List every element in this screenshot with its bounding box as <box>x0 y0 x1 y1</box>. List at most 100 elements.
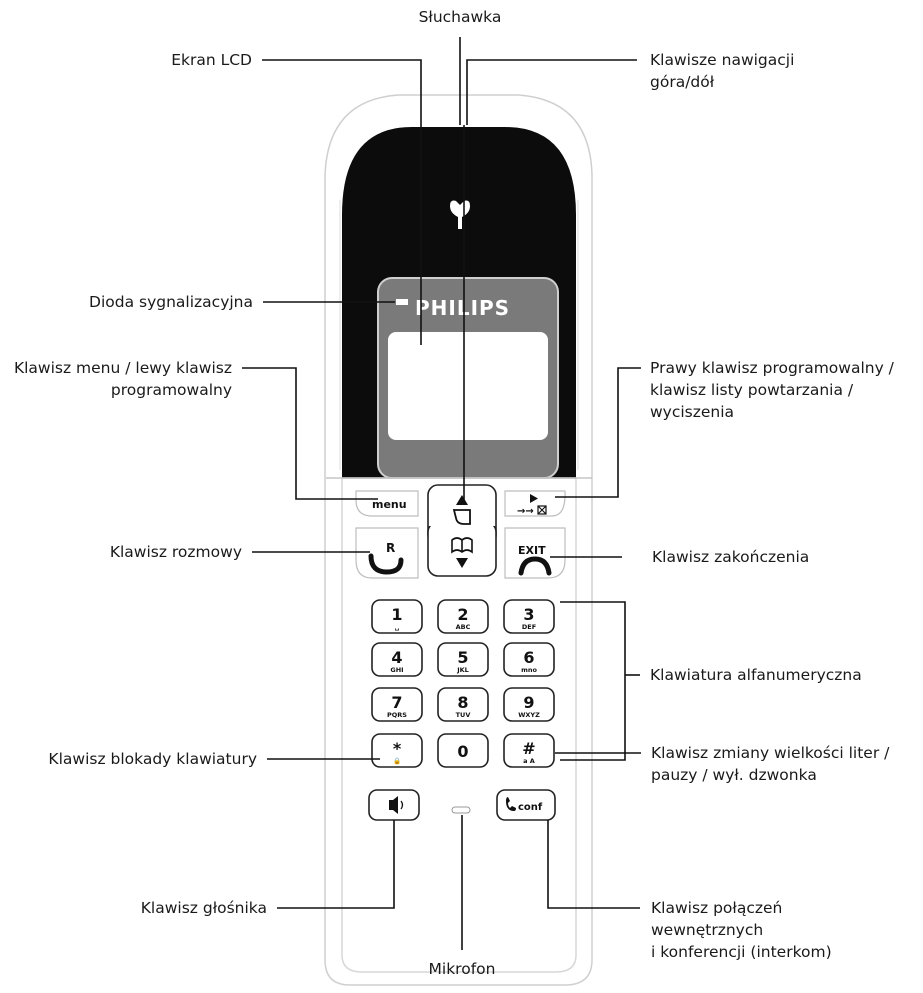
key-7[interactable] <box>371 687 423 722</box>
key-digit-label: 0 <box>457 742 468 761</box>
key-letters-label: WXYZ <box>518 711 540 719</box>
key-letters-label: ABC <box>456 623 471 631</box>
key-letters-label: a A <box>523 757 535 765</box>
intercom-conf-key[interactable] <box>496 789 556 821</box>
talk-key-r-label: R <box>386 541 395 555</box>
key-letters-label: ␣ <box>395 623 400 631</box>
label-dioda: Dioda sygnalizacyjna <box>89 293 253 311</box>
leader-prawy <box>555 367 641 498</box>
label-klawisz-blokady: Klawisz blokady klawiatury <box>48 750 257 768</box>
key-2[interactable] <box>437 599 489 634</box>
label-klawisz-zakonczenia: Klawisz zakończenia <box>652 548 810 566</box>
key-letters-label: DEF <box>522 623 536 631</box>
label-prawy-klawisz-line-2: klawisz listy powtarzania / <box>650 381 854 399</box>
key-3[interactable] <box>503 599 555 634</box>
nav-up-arrow-icon <box>456 495 468 505</box>
label-klawisze-nawigacji: Klawisze nawigacji góra/dół <box>650 49 794 93</box>
label-klawisz-rozmowy: Klawisz rozmowy <box>109 543 242 561</box>
leader-lines <box>242 37 641 950</box>
handset-inner-outline <box>339 200 579 470</box>
key-digit-label: 4 <box>391 648 402 667</box>
nav-cluster <box>427 484 497 577</box>
key-digit-label: 9 <box>523 693 534 712</box>
redial-arrows-icon: →→ <box>517 506 534 517</box>
redial-mute-key[interactable] <box>504 490 566 517</box>
label-klawisz-zmiany-line-2: pauzy / wył. dzwonka <box>651 766 817 784</box>
speaker-icon <box>389 796 398 814</box>
end-icon <box>518 556 552 576</box>
nav-down-arrow-icon <box>456 558 468 568</box>
key-8[interactable] <box>437 687 489 722</box>
redial-scroll-icon <box>452 509 471 525</box>
label-sluchawka: Słuchawka <box>418 8 502 26</box>
leader-klawiatura <box>560 601 626 761</box>
indicator-led <box>396 299 408 305</box>
leader-ekran <box>262 59 422 345</box>
menu-key[interactable] <box>355 490 419 517</box>
key-12[interactable] <box>503 733 555 768</box>
key-letters-label: TUV <box>456 711 471 719</box>
play-icon <box>530 494 538 503</box>
label-klawisz-polaczen-line-1: Klawisz połączeń <box>651 899 783 917</box>
brand-label: PHILIPS <box>415 296 510 320</box>
label-ekran-lcd: Ekran LCD <box>171 51 252 69</box>
label-klawisz-menu-line-2: programowalny <box>110 381 232 399</box>
key-9[interactable] <box>503 687 555 722</box>
microphone-opening <box>451 806 471 814</box>
label-klawisz-polaczen-line-2: wewnętrznych <box>651 921 764 939</box>
key-letters-label: GHI <box>390 666 403 674</box>
key-letters-label: JKL <box>456 666 469 674</box>
label-prawy-klawisz-line-1: Prawy klawisz programowalny / <box>650 359 894 377</box>
key-digit-label: # <box>522 739 535 758</box>
right-keys: →→ EXIT <box>504 490 566 579</box>
key-digit-label: 7 <box>391 693 402 712</box>
label-klawisz-polaczen-line-3: i konferencji (interkom) <box>651 943 832 961</box>
label-klawisz-menu: Klawisz menu / lewy klawisz programowaln… <box>2 357 232 401</box>
key-10[interactable] <box>371 733 423 768</box>
key-digit-label: 8 <box>457 693 468 712</box>
conf-key-label: conf <box>518 802 543 813</box>
key-letters-label: 🔒 <box>393 757 401 765</box>
label-mikrofon: Mikrofon <box>428 960 496 978</box>
leader-glosnika <box>277 820 395 909</box>
label-klawisz-menu-line-1: Klawisz menu / lewy klawisz <box>13 359 232 377</box>
key-11[interactable] <box>437 733 489 768</box>
key-digit-label: 1 <box>391 605 402 624</box>
end-key[interactable] <box>504 527 566 579</box>
talk-icon <box>368 553 404 575</box>
end-key-exit-label: EXIT <box>518 544 546 557</box>
label-klawisze-nawigacji-line-1: Klawisze nawigacji <box>650 51 795 69</box>
key-digit-label: 3 <box>523 605 534 624</box>
leader-polaczen <box>547 820 640 909</box>
leader-menu <box>242 367 378 500</box>
label-klawiatura: Klawiatura alfanumeryczna <box>650 666 862 684</box>
key-digit-label: * <box>393 739 402 758</box>
label-klawisze-nawigacji-line-2: góra/dół <box>650 73 715 91</box>
mute-icon <box>537 505 547 515</box>
key-letters-label: PQRS <box>387 711 407 719</box>
intercom-icon <box>506 797 516 811</box>
label-klawisz-zmiany-line-1: Klawisz zmiany wielkości liter / <box>651 744 890 762</box>
menu-key-label: menu <box>372 498 407 511</box>
lcd-screen <box>388 332 548 440</box>
key-1[interactable] <box>371 599 423 634</box>
key-letters-label: mno <box>521 666 537 674</box>
logo-icon <box>450 200 470 229</box>
key-5[interactable] <box>437 642 489 677</box>
label-klawisz-polaczen: Klawisz połączeń wewnętrznych i konferen… <box>651 897 832 963</box>
key-digit-label: 2 <box>457 605 468 624</box>
label-prawy-klawisz-line-3: wyciszenia <box>650 403 735 421</box>
label-prawy-klawisz: Prawy klawisz programowalny / klawisz li… <box>650 357 894 423</box>
key-6[interactable] <box>503 642 555 677</box>
key-digit-label: 6 <box>523 648 534 667</box>
label-klawisz-zmiany: Klawisz zmiany wielkości liter / pauzy /… <box>651 742 889 786</box>
key-4[interactable] <box>371 642 423 677</box>
left-keys: menu R <box>355 490 419 579</box>
label-klawisz-glosnika: Klawisz głośnika <box>140 899 267 917</box>
leader-nawigacja <box>466 59 637 125</box>
key-digit-label: 5 <box>457 648 468 667</box>
phonebook-icon <box>451 537 473 554</box>
